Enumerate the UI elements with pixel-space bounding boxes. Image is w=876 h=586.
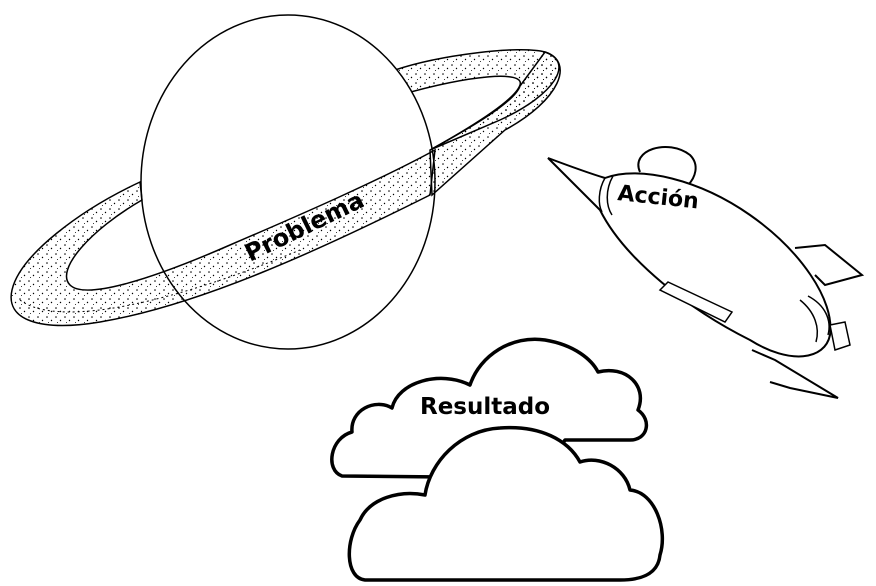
clouds: Resultado (332, 339, 663, 580)
cloud-label: Resultado (420, 394, 550, 420)
rocket-nozzle (830, 322, 850, 350)
planet: Problema (11, 15, 560, 349)
rocket: Acción (548, 147, 862, 398)
